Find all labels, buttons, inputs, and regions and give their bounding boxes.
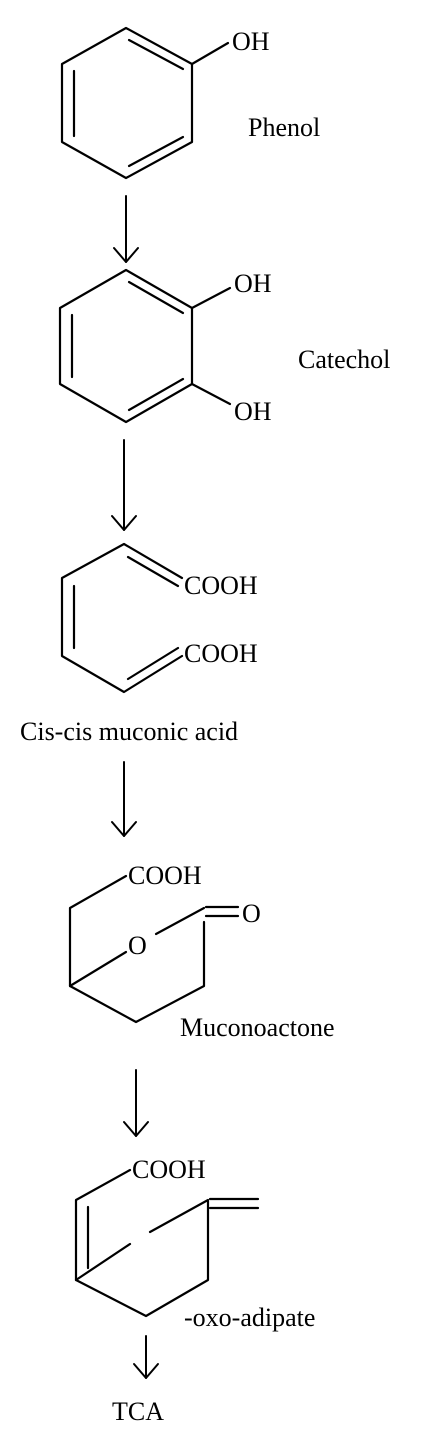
phenol-name: Phenol xyxy=(248,113,320,142)
tca-label: TCA xyxy=(112,1397,164,1426)
oxo-adipate-name: -oxo-adipate xyxy=(184,1303,315,1332)
muconolactone-name: Muconoactone xyxy=(180,1013,335,1042)
oxo-adipate-structure: COOH -oxo-adipate xyxy=(74,1155,315,1332)
muconolactone-cooh-label: COOH xyxy=(128,861,202,890)
catechol-oh1-bond xyxy=(190,286,232,310)
reaction-arrow-3 xyxy=(111,761,137,837)
phenol-oh-bond xyxy=(190,41,230,66)
catechol-ring xyxy=(58,268,194,424)
oxo-adipate-cooh-label: COOH xyxy=(132,1155,206,1184)
muconic-acid-chain xyxy=(60,542,184,694)
reaction-arrow-4 xyxy=(123,1069,149,1137)
muconolactone-ring-oxygen-bond-2 xyxy=(154,906,206,936)
muconolactone-carbonyl-oxygen-label: O xyxy=(242,899,261,928)
catechol-oh1-label: OH xyxy=(234,269,272,298)
muconolactone-structure: COOH O O Muconoactone xyxy=(68,861,335,1042)
phenol-oh-label: OH xyxy=(232,27,270,56)
phenol-structure: OH Phenol xyxy=(60,26,320,180)
muconic-cooh1-label: COOH xyxy=(184,571,258,600)
oxo-adipate-crossing-bond xyxy=(74,1242,132,1282)
muconic-cooh2-label: COOH xyxy=(184,639,258,668)
catechol-structure: OH OH Catechol xyxy=(58,268,390,426)
reaction-arrow-2 xyxy=(111,439,137,531)
reaction-arrow-5 xyxy=(133,1335,159,1379)
muconolactone-ring-outline xyxy=(68,874,206,1024)
oxo-adipate-chain xyxy=(74,1168,210,1318)
phenol-ring xyxy=(60,26,194,180)
reaction-arrow-1 xyxy=(113,195,139,263)
muconic-acid-name: Cis-cis muconic acid xyxy=(20,717,238,746)
catechol-name: Catechol xyxy=(298,345,390,374)
catechol-oh2-label: OH xyxy=(234,397,272,426)
muconolactone-ring-oxygen-label: O xyxy=(128,931,147,960)
catechol-oh2-bond xyxy=(190,382,232,406)
muconolactone-ring-oxygen-bond-1 xyxy=(68,950,128,988)
muconic-acid-structure: COOH COOH Cis-cis muconic acid xyxy=(20,542,258,746)
